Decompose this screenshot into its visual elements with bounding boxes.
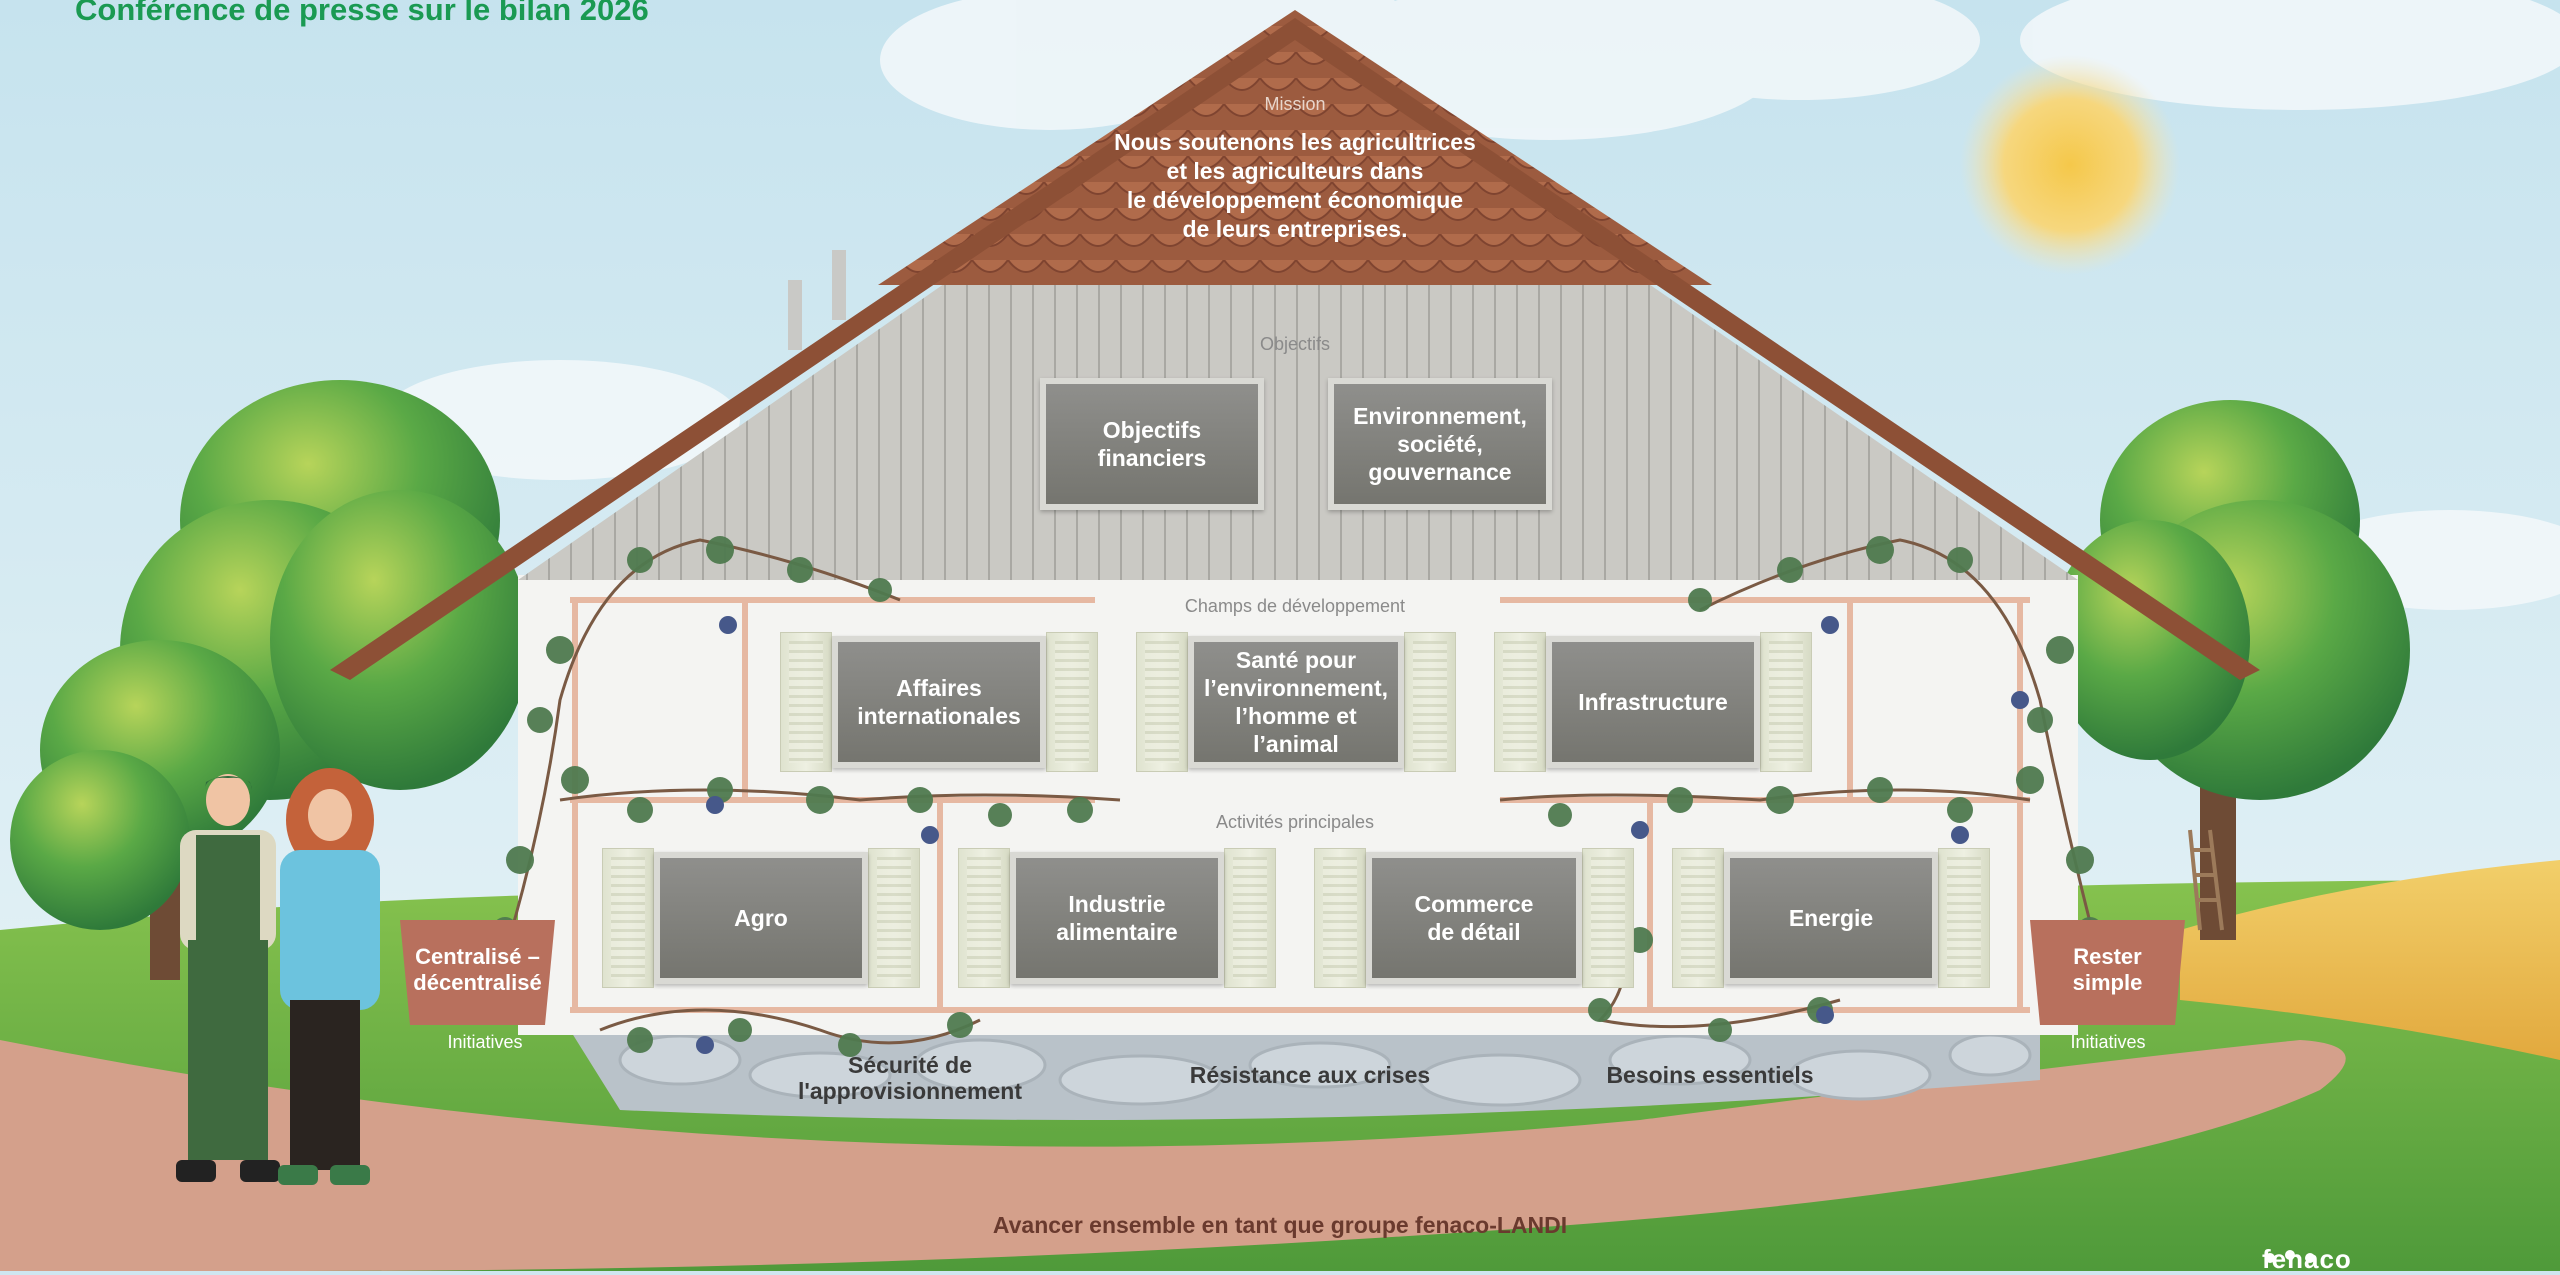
shutter (602, 848, 654, 988)
mission-label: Mission (1264, 94, 1326, 114)
shutter (1136, 632, 1188, 772)
shutter (958, 848, 1010, 988)
main-activities-label: Activités principales (1215, 812, 1375, 832)
fenaco-logo: fenaco (2262, 1244, 2352, 1274)
shutter (1760, 632, 1812, 772)
shutter (1314, 848, 1366, 988)
foundation-basic-needs: Besoins essentiels (1606, 1062, 1814, 1088)
path-caption: Avancer ensemble en tant que groupe fena… (992, 1212, 1568, 1238)
foundation-crisis-resistance: Résistance aux crises (1189, 1062, 1431, 1088)
shutter (1582, 848, 1634, 988)
initiative-left-pillar: Centralisé –décentralisé (413, 944, 542, 995)
field-infrastructure: Infrastructure (1546, 636, 1760, 768)
shutter (780, 632, 832, 772)
activity-agro: Agro (654, 852, 868, 984)
shutter (1404, 632, 1456, 772)
objective-esg: Environnement,société,gouvernance (1328, 378, 1552, 510)
initiative-left-label: Initiatives (447, 1032, 523, 1052)
shutter (868, 848, 920, 988)
objectives-label: Objectifs (1259, 334, 1331, 354)
development-fields-label: Champs de développement (1184, 596, 1406, 616)
shutter (1046, 632, 1098, 772)
shutter (1938, 848, 1990, 988)
shutter (1672, 848, 1724, 988)
page-title: Conférence de presse sur le bilan 2026 (75, 0, 649, 27)
mission-statement: Nous soutenons les agricultrices et les … (1114, 129, 1476, 242)
shutter (1494, 632, 1546, 772)
initiative-right-label: Initiatives (2070, 1032, 2146, 1052)
activity-energy: Energie (1724, 852, 1938, 984)
shutter (1224, 848, 1276, 988)
foundation-supply-security: Sécurité de l'approvisionnement (797, 1052, 1022, 1104)
